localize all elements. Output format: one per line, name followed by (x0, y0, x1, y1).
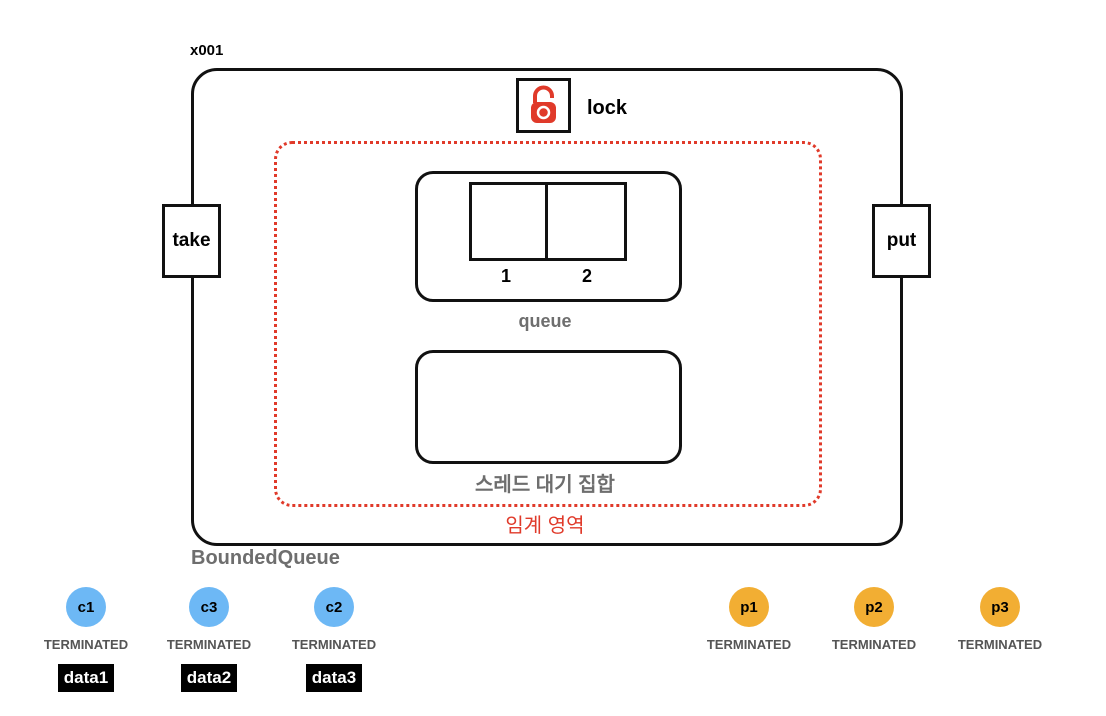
queue-slot-label: 1 (500, 266, 511, 286)
object-name-label: BoundedQueue (191, 547, 340, 569)
thread-wait-set-label: 스레드 대기 집합 (475, 474, 615, 496)
thread-circle: p1 (729, 587, 769, 627)
thread-circle: c1 (66, 587, 106, 627)
queue-slot-2 (545, 182, 627, 261)
padlock-icon (531, 85, 556, 123)
lock-label: lock (587, 97, 628, 119)
queue-slot-1 (469, 182, 548, 261)
thread-state: TERMINATED (706, 637, 792, 652)
producer-thread: p2 TERMINATED (814, 587, 934, 652)
thread-data-badge: data3 (305, 664, 363, 692)
lock-box (516, 78, 571, 133)
thread-data-badge: data1 (57, 664, 115, 692)
thread-wait-set-container (415, 350, 682, 464)
put-method-box: put (872, 204, 931, 278)
consumer-thread: c3 TERMINATED data2 (149, 587, 269, 692)
consumer-thread: c1 TERMINATED data1 (26, 587, 146, 692)
queue-label: queue (518, 311, 572, 331)
thread-circle: p2 (854, 587, 894, 627)
queue-container (415, 171, 682, 302)
thread-state: TERMINATED (166, 637, 252, 652)
take-method-box: take (162, 204, 221, 278)
thread-state: TERMINATED (831, 637, 917, 652)
thread-circle: c2 (314, 587, 354, 627)
thread-state: TERMINATED (291, 637, 377, 652)
thread-circle: p3 (980, 587, 1020, 627)
instance-id-label: x001 (190, 42, 224, 59)
thread-state: TERMINATED (957, 637, 1043, 652)
thread-data-badge: data2 (180, 664, 238, 692)
thread-state: TERMINATED (43, 637, 129, 652)
bounded-queue-object-box (191, 68, 903, 546)
consumer-thread: c2 TERMINATED data3 (274, 587, 394, 692)
producer-thread: p3 TERMINATED (940, 587, 1060, 652)
thread-circle: c3 (189, 587, 229, 627)
critical-section-area (274, 141, 822, 507)
queue-slot-label: 2 (581, 266, 592, 286)
producer-thread: p1 TERMINATED (689, 587, 809, 652)
critical-section-label: 임계 영역 (505, 515, 585, 537)
